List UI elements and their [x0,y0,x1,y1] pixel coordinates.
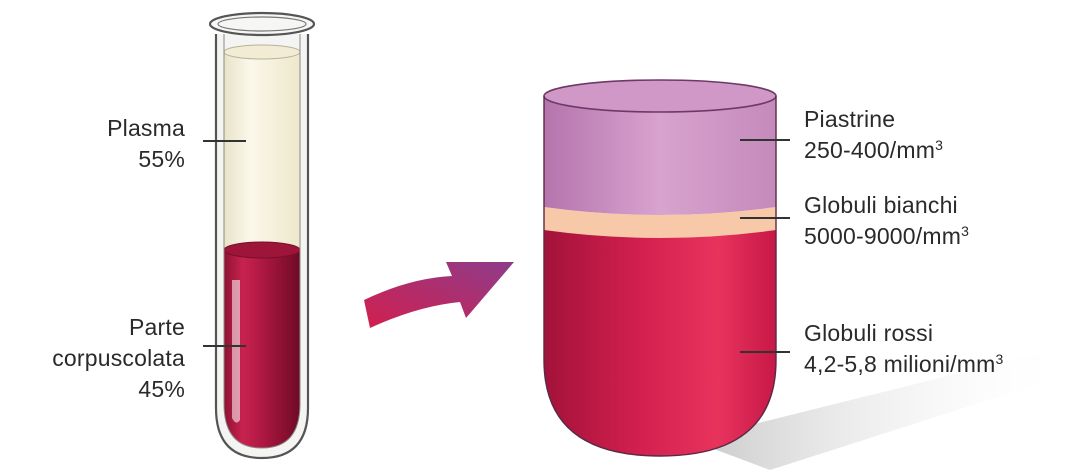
corpuscular-surface [224,242,300,258]
test-tube [203,13,314,458]
red-cells-label: Globuli rossi 4,2-5,8 milioni/mm3 [804,318,1076,380]
plasma-surface [224,45,300,59]
plasma-layer [224,52,300,250]
corpuscular-name-line1: Parte [10,312,185,343]
cylinder-top [544,80,776,112]
platelets-layer [544,96,776,215]
magnified-cylinder [544,80,790,456]
magnify-arrow [364,262,514,328]
platelets-label: Piastrine 250-400/mm3 [804,104,1074,166]
corpuscular-label: Parte corpuscolata 45% [10,312,185,405]
plasma-percent: 55% [40,144,185,175]
plasma-name: Plasma [40,113,185,144]
platelets-count: 250-400/mm3 [804,135,1074,166]
corpuscular-percent: 45% [10,374,185,405]
corpuscular-name-line2: corpuscolata [10,343,185,374]
test-tube-rim [210,13,314,35]
red-cells-name: Globuli rossi [804,318,1076,349]
white-cells-label: Globuli bianchi 5000-9000/mm3 [804,190,1074,252]
plasma-label: Plasma 55% [40,113,185,175]
white-cells-name: Globuli bianchi [804,190,1074,221]
platelets-name: Piastrine [804,104,1074,135]
red-cells-count: 4,2-5,8 milioni/mm3 [804,349,1076,380]
test-tube-highlight [232,280,240,423]
white-cells-count: 5000-9000/mm3 [804,221,1074,252]
red-cells-layer [544,226,776,456]
